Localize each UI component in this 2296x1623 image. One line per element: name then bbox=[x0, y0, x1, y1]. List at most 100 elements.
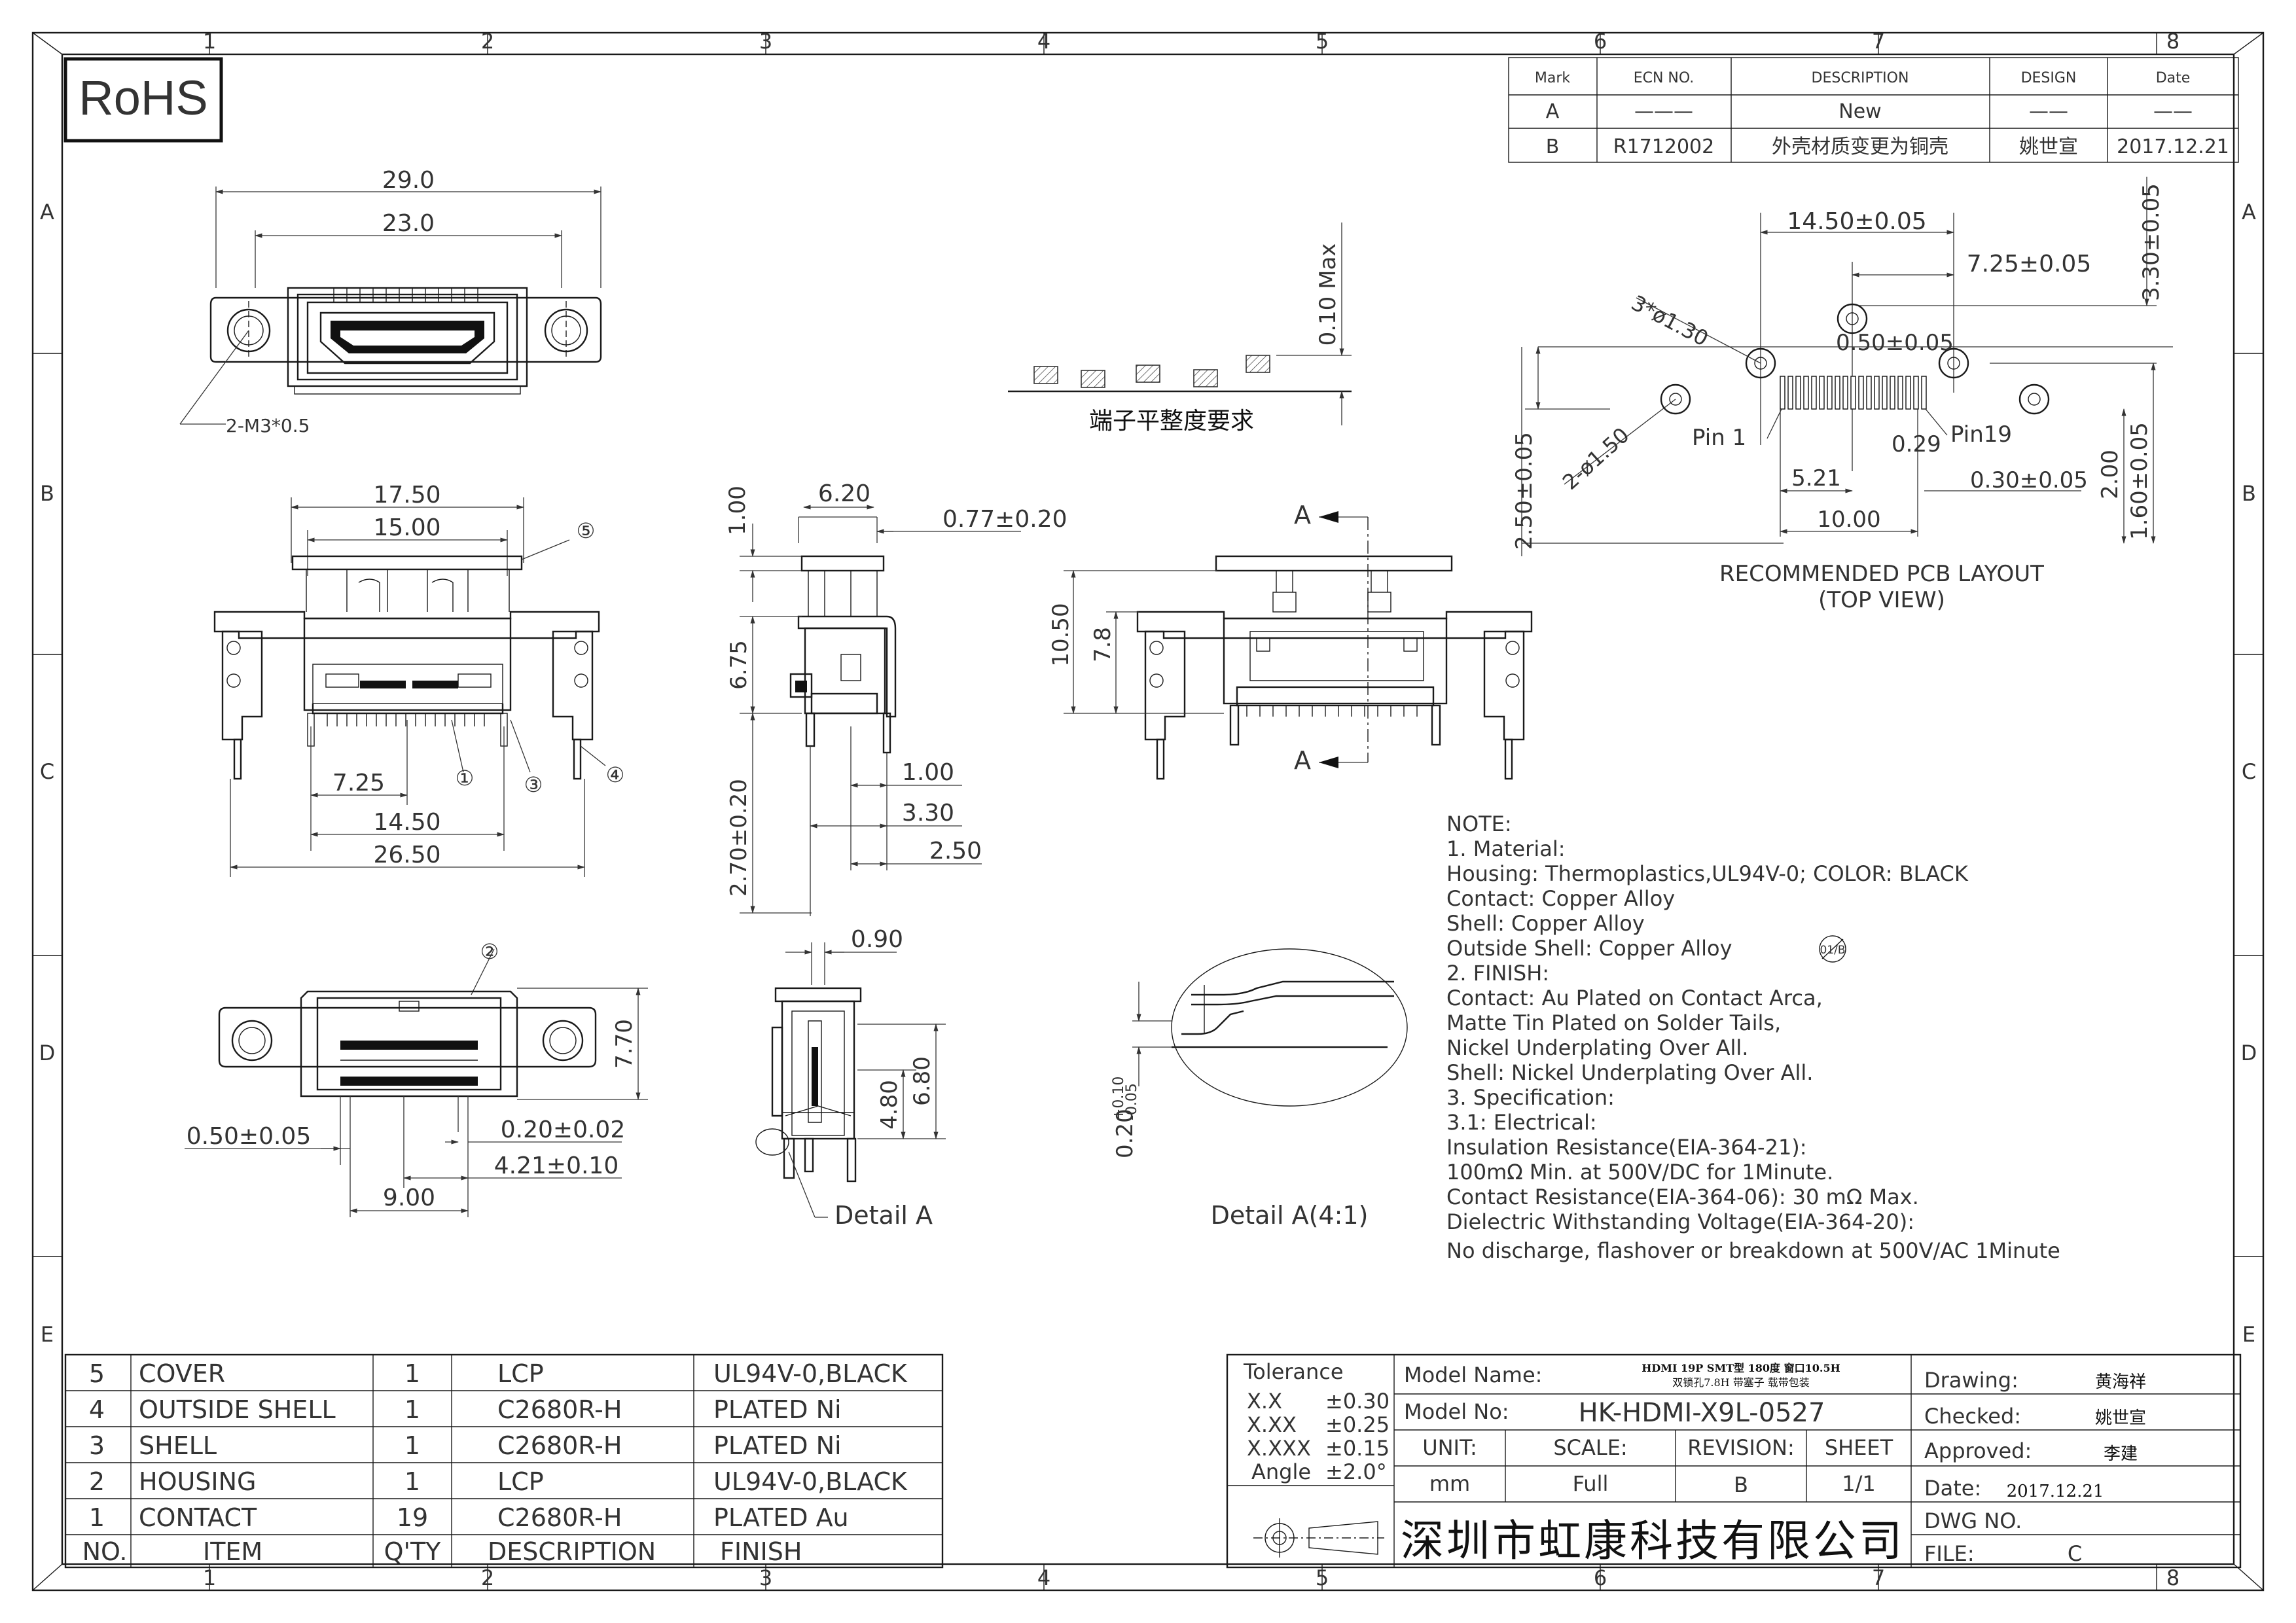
note-line: 3.1: Electrical: bbox=[1446, 1110, 1597, 1135]
border-column-ticks bbox=[33, 33, 2263, 1590]
rev-header-mark: Mark bbox=[1535, 70, 1571, 86]
pcb-dim-725: 7.25±0.05 bbox=[1967, 251, 2091, 277]
rev-b-mark: B bbox=[1546, 135, 1560, 158]
pcb-dim-160: 1.60±0.05 bbox=[2126, 422, 2153, 540]
rev-b-design: 姚世宣 bbox=[2019, 135, 2078, 158]
bom-qty: 19 bbox=[397, 1503, 428, 1532]
bom-finish: UL94V-0,BLACK bbox=[713, 1467, 908, 1496]
bom-no: 5 bbox=[89, 1359, 105, 1388]
note-line: Contact: Au Plated on Contact Arca, bbox=[1446, 986, 1823, 1010]
bottom-dim-421: 4.21±0.10 bbox=[494, 1152, 619, 1179]
detail-a-view: 0.20 +0.10 -0.05 Detail A(4:1) bbox=[1111, 948, 1408, 1230]
bom-no: 2 bbox=[89, 1467, 105, 1496]
pcb-pin19: Pin19 bbox=[1950, 421, 2012, 448]
bom-desc: LCP bbox=[497, 1467, 544, 1496]
note-line: Outside Shell: Copper Alloy bbox=[1446, 936, 1732, 961]
side-dim-675: 6.75 bbox=[726, 640, 752, 690]
tb-unit: mm bbox=[1429, 1471, 1470, 1496]
tb-model-name-label: Model Name: bbox=[1404, 1363, 1542, 1387]
pcb-pin1: Pin 1 bbox=[1692, 425, 1746, 451]
bottom-dim-900: 9.00 bbox=[383, 1185, 435, 1211]
flatness-label: 端子平整度要求 bbox=[1089, 408, 1254, 435]
side2-dim-480: 4.80 bbox=[876, 1080, 903, 1130]
section-dim-1050: 10.50 bbox=[1048, 603, 1074, 666]
bom-item: CONTACT bbox=[139, 1503, 257, 1532]
col-label: 2 bbox=[481, 1565, 494, 1590]
tb-file: C bbox=[2068, 1541, 2082, 1566]
front-dim-2650: 26.50 bbox=[373, 842, 440, 868]
bom-desc: C2680R-H bbox=[497, 1431, 622, 1460]
col-label: 1 bbox=[203, 1565, 216, 1590]
row-label: C bbox=[2242, 759, 2256, 784]
tb-file-label: FILE: bbox=[1924, 1541, 1975, 1566]
side-dim-250: 2.50 bbox=[929, 838, 982, 865]
row-label: D bbox=[39, 1041, 56, 1065]
tb-approved-label: Approved: bbox=[1924, 1438, 2032, 1463]
bom-table: 5 COVER 1 LCP UL94V-0,BLACK 4 OUTSIDE SH… bbox=[64, 1353, 944, 1569]
tb-model-no-label: Model No: bbox=[1404, 1399, 1509, 1424]
col-label: 2 bbox=[481, 29, 494, 54]
section-label-top: A bbox=[1294, 501, 1311, 529]
col-label: 5 bbox=[1316, 29, 1329, 54]
note-line: Contact Resistance(EIA-364-06): 30 mΩ Ma… bbox=[1446, 1185, 1919, 1209]
bom-item: COVER bbox=[139, 1359, 225, 1388]
side-dim-100: 1.00 bbox=[902, 759, 954, 786]
pcb-dim-050: 0.50±0.05 bbox=[1836, 330, 1954, 356]
rev-a-ecn: ——— bbox=[1634, 100, 1693, 123]
tb-sheet: 1/1 bbox=[1842, 1471, 1876, 1496]
rev-a-date: —— bbox=[2153, 100, 2193, 123]
bom-finish: PLATED Ni bbox=[713, 1395, 842, 1424]
tb-checked: 姚世宣 bbox=[2095, 1408, 2146, 1428]
bom-item: HOUSING bbox=[139, 1467, 257, 1496]
tb-date-label: Date: bbox=[1924, 1476, 1981, 1501]
section-view: A A 10.50 7.8 bbox=[1048, 501, 1533, 780]
front-view: 17.50 15.00 ⑤ ① bbox=[213, 482, 624, 877]
detail-a-label: Detail A(4:1) bbox=[1211, 1201, 1369, 1230]
detail-dim-tol-dn: -0.05 bbox=[1124, 1083, 1140, 1120]
tb-drawing-label: Drawing: bbox=[1924, 1368, 2018, 1393]
col-label: 4 bbox=[1037, 29, 1050, 54]
side-dim-100v: 1.00 bbox=[725, 486, 751, 535]
front-dim-1750: 17.50 bbox=[373, 482, 440, 508]
note-line: Dielectric Withstanding Voltage(EIA-364-… bbox=[1446, 1209, 1914, 1234]
note-line: Nickel Underplating Over All. bbox=[1446, 1035, 1748, 1060]
note-line: Matte Tin Plated on Solder Tails, bbox=[1446, 1010, 1781, 1035]
pcb-dim-1000: 10.00 bbox=[1817, 507, 1880, 533]
tb-unit-label: UNIT: bbox=[1422, 1435, 1477, 1460]
row-label: E bbox=[41, 1322, 54, 1347]
bom-header-no: NO. bbox=[82, 1537, 128, 1566]
pcb-subtitle: (TOP VIEW) bbox=[1818, 587, 1945, 613]
rev-header-date: Date bbox=[2156, 70, 2191, 86]
pcb-dim-1450: 14.50±0.05 bbox=[1787, 208, 1926, 235]
col-label: 3 bbox=[759, 1565, 772, 1590]
pcb-dim-200: 2.00 bbox=[2097, 450, 2123, 499]
tb-tol-label: X.XXX bbox=[1247, 1436, 1311, 1461]
pcb-title: RECOMMENDED PCB LAYOUT bbox=[1719, 561, 2044, 587]
bom-header-desc: DESCRIPTION bbox=[488, 1537, 656, 1566]
bom-no: 3 bbox=[89, 1431, 105, 1460]
tb-model-no: HK-HDMI-X9L-0527 bbox=[1579, 1398, 1825, 1428]
col-label: 7 bbox=[1872, 29, 1885, 54]
bom-item: OUTSIDE SHELL bbox=[139, 1395, 336, 1424]
tb-scale: Full bbox=[1573, 1471, 1609, 1496]
col-label: 6 bbox=[1594, 1565, 1607, 1590]
note-line: Shell: Nickel Underplating Over All. bbox=[1446, 1060, 1813, 1085]
row-label: C bbox=[40, 759, 54, 784]
tb-company: 深圳市虹康科技有限公司 bbox=[1401, 1516, 1905, 1566]
note-line: 1. Material: bbox=[1446, 836, 1565, 861]
side-view: 6.20 0.77±0.20 1.00 6.75 2.70±0.20 1.00 bbox=[725, 480, 1067, 916]
tb-tol-value: ±0.15 bbox=[1325, 1436, 1390, 1461]
bom-desc: C2680R-H bbox=[497, 1503, 622, 1532]
note-line: Housing: Thermoplastics,UL94V-0; COLOR: … bbox=[1446, 861, 1969, 886]
bottom-dim-050: 0.50±0.05 bbox=[187, 1123, 311, 1150]
note-line: NOTE: bbox=[1446, 812, 1512, 836]
rohs-mark: RoHS bbox=[63, 57, 223, 143]
tb-model-name-1: HDMI 19P SMT型 180度 窗口10.5H bbox=[1641, 1362, 1840, 1374]
bom-no: 1 bbox=[89, 1503, 105, 1532]
row-label: A bbox=[2242, 200, 2256, 224]
bom-qty: 1 bbox=[404, 1359, 420, 1388]
col-label: 6 bbox=[1594, 29, 1607, 54]
dim-23: 23.0 bbox=[382, 210, 435, 237]
rev-mark-text: 01/B bbox=[1820, 944, 1845, 957]
